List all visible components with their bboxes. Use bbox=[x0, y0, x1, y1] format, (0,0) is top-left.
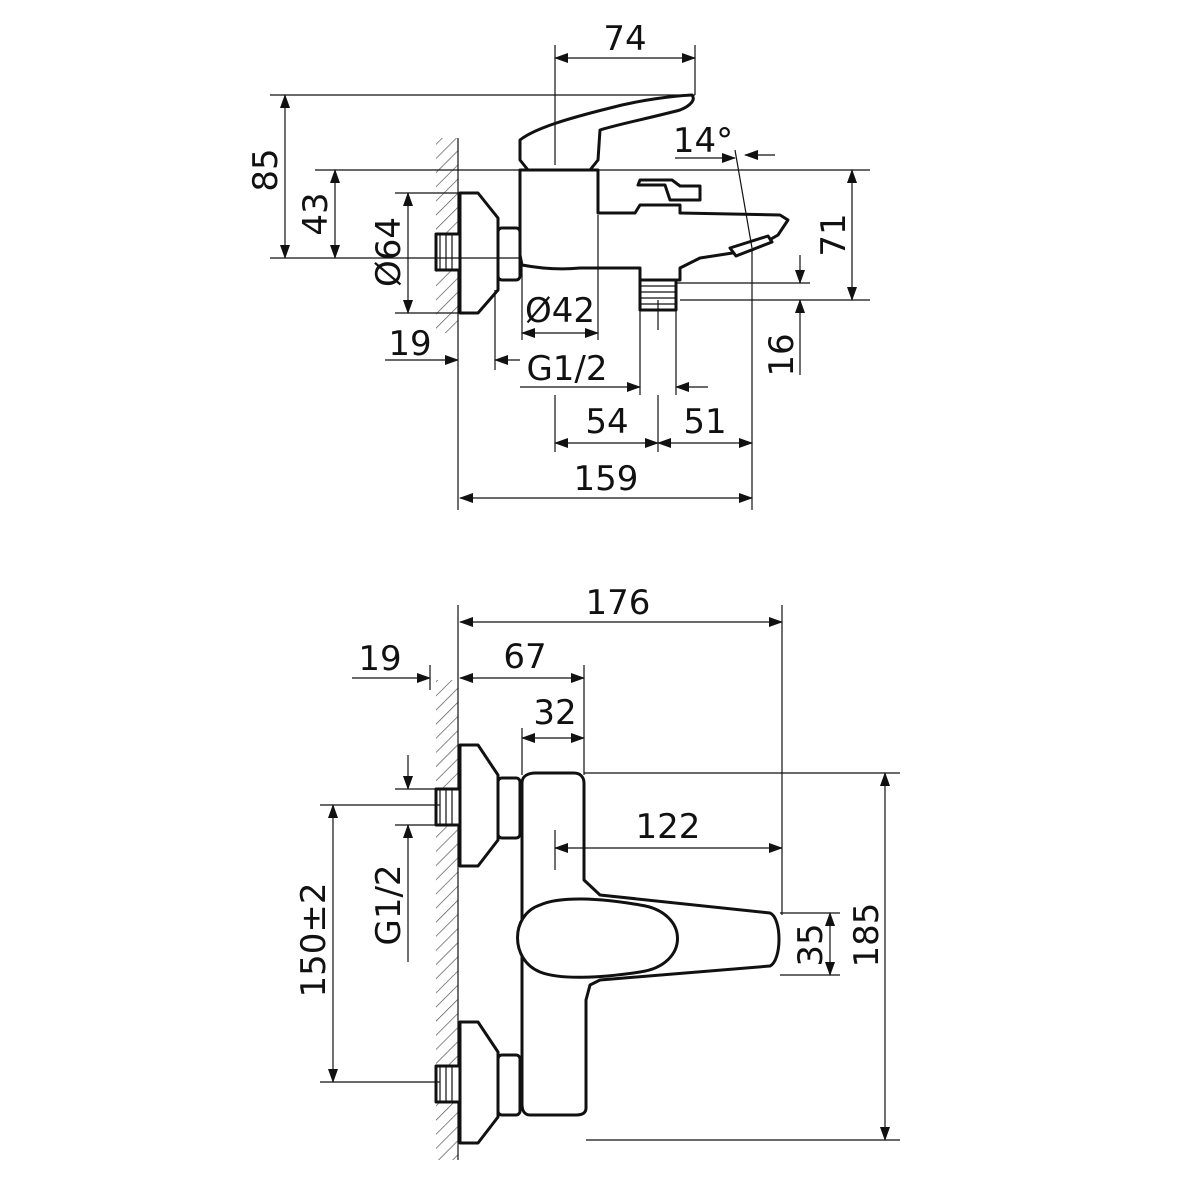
dim-159: 159 bbox=[574, 459, 639, 499]
side-view: 74 85 43 Ø64 Ø42 19 G1/2 bbox=[246, 19, 870, 510]
dim-32: 32 bbox=[533, 693, 576, 733]
dim-19-side: 19 bbox=[388, 324, 431, 364]
dim-angle: 14° bbox=[673, 121, 733, 161]
dim-16: 16 bbox=[762, 333, 802, 376]
thread-side bbox=[434, 232, 462, 272]
dim-85: 85 bbox=[246, 148, 286, 191]
dim-thread-front: G1/2 bbox=[369, 864, 409, 945]
dim-51: 51 bbox=[683, 402, 726, 442]
flange-side bbox=[458, 191, 500, 315]
dim-74: 74 bbox=[603, 19, 646, 59]
flange-lower bbox=[458, 1020, 500, 1145]
dim-150: 150±2 bbox=[294, 882, 334, 997]
thread-lower bbox=[434, 1064, 462, 1104]
dim-185: 185 bbox=[847, 903, 887, 968]
nut-side bbox=[496, 226, 522, 282]
dim-67: 67 bbox=[503, 637, 546, 677]
thread-upper bbox=[434, 787, 462, 827]
body-side bbox=[518, 168, 790, 282]
nut-upper bbox=[496, 776, 522, 840]
dim-71: 71 bbox=[814, 213, 854, 256]
dim-43: 43 bbox=[296, 192, 336, 235]
flange-upper bbox=[458, 743, 500, 868]
aerator-side bbox=[728, 234, 774, 258]
dim-35: 35 bbox=[791, 923, 831, 966]
front-view: 176 19 67 32 122 35 185 150±2 bbox=[294, 583, 900, 1160]
dim-54: 54 bbox=[585, 402, 628, 442]
dim-body-dia: Ø42 bbox=[525, 291, 595, 331]
lever-side bbox=[518, 93, 695, 172]
lever-front bbox=[516, 897, 679, 979]
dim-122: 122 bbox=[636, 807, 701, 847]
dim-flange-dia: Ø64 bbox=[369, 217, 409, 287]
dim-176: 176 bbox=[586, 583, 651, 623]
nut-lower bbox=[496, 1053, 522, 1117]
dim-19-front: 19 bbox=[358, 639, 401, 679]
diverter-knob bbox=[636, 178, 702, 202]
dim-thread-side: G1/2 bbox=[526, 349, 607, 389]
